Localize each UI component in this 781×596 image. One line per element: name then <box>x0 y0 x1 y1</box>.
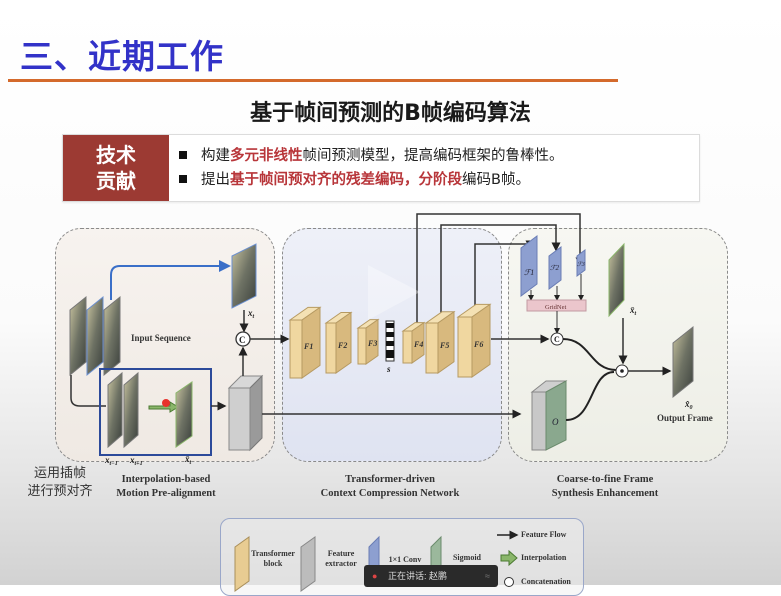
sigmoid-block <box>530 380 568 451</box>
svg-text:GridNet: GridNet <box>545 304 566 311</box>
block-label: F6 <box>473 340 483 349</box>
legend-concat-label: Concatenation <box>521 577 571 586</box>
bullet-icon <box>179 175 187 183</box>
x-hat-label: x̂0 <box>684 399 693 411</box>
conv-1 <box>520 235 538 297</box>
svg-text:C: C <box>554 335 560 344</box>
item-text: 提出 <box>201 172 230 188</box>
svg-text:x̄t: x̄t <box>629 305 637 317</box>
interpolation-box <box>99 368 212 456</box>
legend-conv-label: 1×1 Conv <box>388 555 422 564</box>
legend-interp-label: Interpolation <box>521 553 567 562</box>
side-note: 运用插帧 进行预对齐 <box>18 465 102 501</box>
legend-extractor-label: Feature extractor <box>319 549 363 569</box>
legend-line: Transformer <box>251 549 295 558</box>
legend-line: Feature <box>327 549 355 558</box>
feature-extractor-block <box>227 374 264 452</box>
block-label: F2 <box>337 341 347 350</box>
output-frame-label: Output Frame <box>657 413 713 423</box>
caption-line: Coarse-to-fine Frame <box>556 474 654 485</box>
legend-line: extractor <box>325 559 357 568</box>
caption-synthesis: Coarse-to-fine Frame Synthesis Enhanceme… <box>530 473 680 501</box>
interpolated-frame-2 <box>608 242 625 318</box>
interpolated-frame <box>175 381 193 448</box>
s-label: s <box>386 364 391 374</box>
conv-label: ℱ1 <box>524 268 534 277</box>
legend-flow-label: Feature Flow <box>521 530 567 539</box>
legend-transformer-label: Transformer block <box>251 549 295 569</box>
transformer-block-f6: F6 <box>456 303 492 378</box>
item-highlight: 基于帧间预对齐的残差编码，分阶段 <box>230 172 462 188</box>
block-label: F1 <box>303 342 313 351</box>
x-t-minus-label: xt−1 <box>104 455 118 467</box>
label-line-2: 贡献 <box>96 169 136 193</box>
input-sequence-label: Input Sequence <box>131 333 191 343</box>
legend-line: block <box>263 559 283 568</box>
legend-transformer-swatch <box>234 536 250 592</box>
block-label: F3 <box>367 339 377 348</box>
conv-3 <box>576 249 586 277</box>
contributions-box: 技术 贡献 构建多元非线性帧间预测模型，提高编码框架的鲁棒性。 提出基于帧间预对… <box>62 134 700 202</box>
item-highlight: 多元非线性 <box>230 148 303 164</box>
legend-concat-icon <box>504 577 514 587</box>
transformer-blocks: F1 F2 F3 F4 F5 F6 <box>288 303 492 379</box>
section-title: 三、近期工作 <box>20 37 224 76</box>
caption-line: Context Compression Network <box>320 488 460 499</box>
caption-context-compression: Transformer-driven Context Compression N… <box>300 473 480 501</box>
legend-extractor-swatch <box>300 536 316 592</box>
contributions-list: 构建多元非线性帧间预测模型，提高编码框架的鲁棒性。 提出基于帧间预对齐的残差编码… <box>179 144 564 192</box>
side-note-line: 运用插帧 <box>33 466 86 481</box>
block-label: F4 <box>413 340 423 349</box>
output-frame <box>672 325 694 399</box>
transformer-block-f5: F5 <box>424 310 456 374</box>
microphone-icon: ● <box>372 571 378 581</box>
x-t-label: xt <box>247 308 255 320</box>
x-bar-label: x̄t <box>184 454 192 466</box>
conv-2 <box>548 246 562 290</box>
speaker-text: 正在讲话: 赵鹏 <box>388 571 448 581</box>
legend-interp-arrow <box>500 549 518 567</box>
transformer-block-f3: F3 <box>356 318 380 365</box>
legend-sigmoid-label: Sigmoid <box>452 553 481 562</box>
latent-vector-s <box>385 320 395 362</box>
pointer-dot <box>162 399 170 407</box>
item-text: 构建 <box>201 148 230 164</box>
speaker-indicator: ● 正在讲话: 赵鹏 ≈ <box>364 565 498 587</box>
conv-label: ℱ2 <box>550 264 560 272</box>
transformer-block-f2: F2 <box>324 311 353 374</box>
caption-pre-alignment: Interpolation-based Motion Pre-alignment <box>96 473 236 501</box>
bullet-icon <box>179 151 187 159</box>
slide-heading: 基于帧间预测的B帧编码算法 <box>250 101 531 126</box>
title-divider <box>8 79 618 82</box>
target-frame <box>231 243 257 309</box>
conv-blocks <box>520 235 586 297</box>
interpolation-arrow <box>148 401 179 413</box>
audio-wave-icon: ≈ <box>485 571 490 581</box>
conv-label: ℱ3 <box>577 261 585 268</box>
transformer-block-f4: F4 <box>401 321 426 364</box>
input-sequence-frames <box>69 295 121 377</box>
item-text: 编码B帧。 <box>462 172 530 188</box>
caption-line: Synthesis Enhancement <box>551 488 659 499</box>
contribution-item: 构建多元非线性帧间预测模型，提高编码框架的鲁棒性。 <box>179 144 564 168</box>
label-line-1: 技术 <box>96 143 136 167</box>
item-text: 帧间预测模型，提高编码框架的鲁棒性。 <box>302 148 564 164</box>
caption-line: Transformer-driven <box>345 474 435 485</box>
x-t-plus-label: xt+1 <box>129 455 143 467</box>
block-label: F5 <box>439 341 449 350</box>
svg-text:C: C <box>239 335 246 345</box>
blue-flow-arrow <box>110 260 231 300</box>
play-icon <box>368 265 420 320</box>
contribution-item: 提出基于帧间预对齐的残差编码，分阶段编码B帧。 <box>179 168 564 192</box>
svg-text:O: O <box>552 417 559 427</box>
side-note-line: 进行预对齐 <box>27 484 93 499</box>
caption-line: Interpolation-based <box>121 474 211 485</box>
contributions-label: 技术 贡献 <box>63 135 169 201</box>
transformer-block-f1: F1 <box>288 306 322 379</box>
caption-line: Motion Pre-alignment <box>116 488 216 499</box>
